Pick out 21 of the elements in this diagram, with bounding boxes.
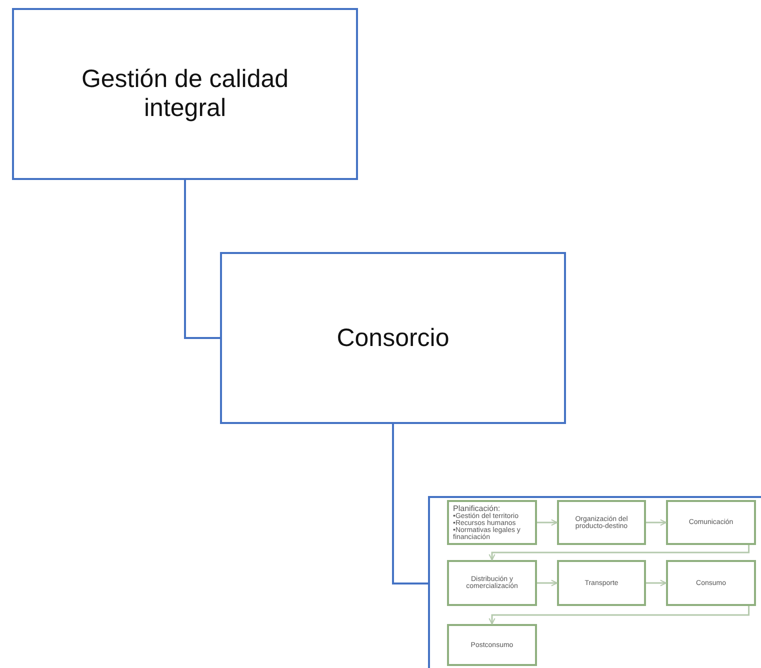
box-label: Consorcio	[336, 324, 450, 352]
flowchart-panel	[428, 496, 761, 668]
step-box	[666, 560, 756, 606]
box-label: Gestión de calidad integral	[80, 65, 290, 123]
step-box	[666, 500, 756, 545]
step-box	[447, 624, 537, 666]
arrow	[537, 519, 558, 526]
arrow	[646, 519, 667, 526]
box-heading: Planificación:	[453, 504, 500, 513]
connector-line	[184, 180, 220, 339]
arrow	[537, 580, 558, 586]
arrow	[646, 580, 667, 586]
process-box	[12, 8, 358, 180]
process-box	[220, 252, 566, 424]
step-box	[447, 560, 537, 606]
arrow	[488, 545, 750, 561]
step-box	[447, 500, 537, 545]
arrow	[488, 606, 750, 625]
step-box	[557, 560, 646, 606]
step-box	[557, 500, 646, 545]
connector-line	[392, 424, 428, 584]
